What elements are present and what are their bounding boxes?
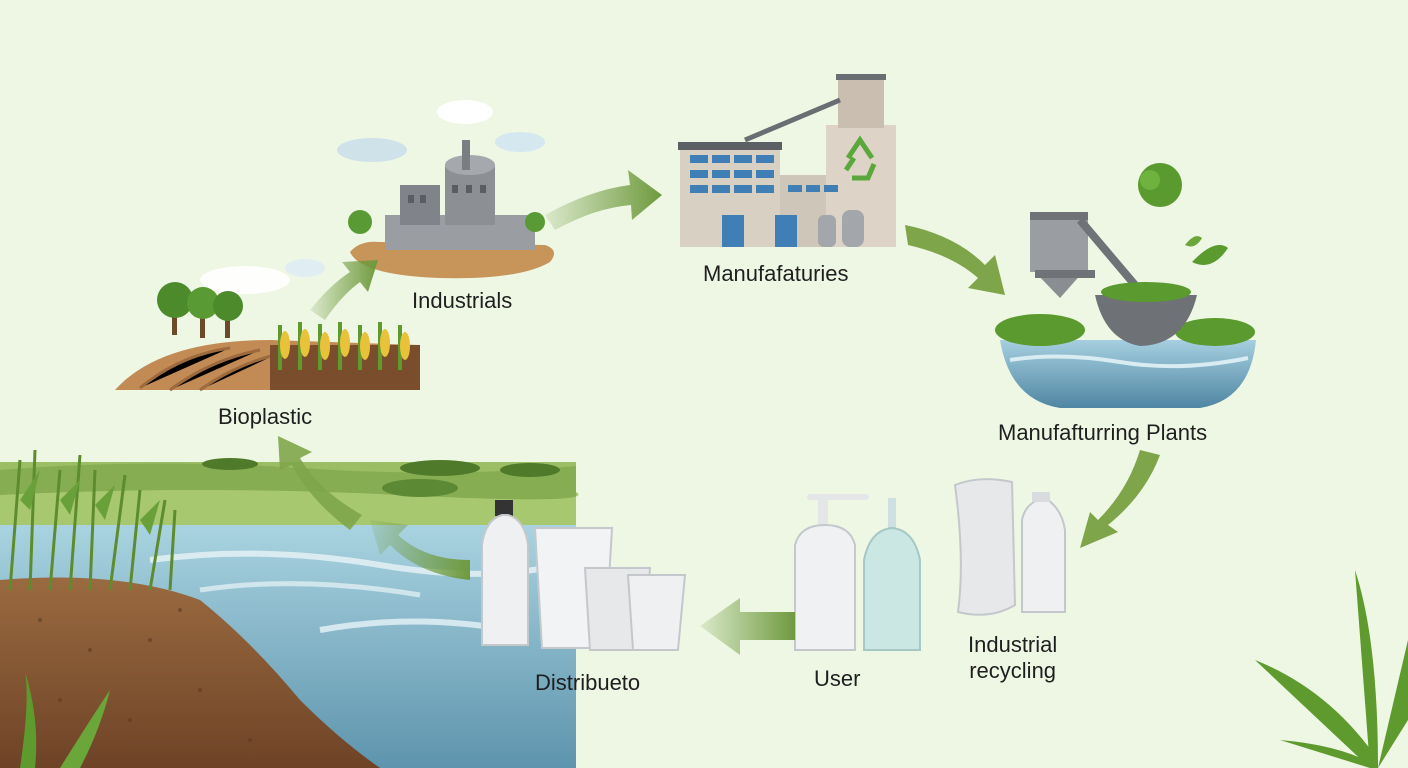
flow-arrow-user-to-distribution <box>370 520 470 580</box>
leaf-icon <box>20 672 110 768</box>
stage-label-industrial-recycling-line1: Industrial <box>968 632 1058 657</box>
stage-label-industrials: Industrials <box>412 288 513 313</box>
flow-arrows <box>278 170 1160 655</box>
landscape-scene <box>0 449 579 768</box>
stage-label-manufacturing-plants: Manufafturring Plants <box>998 420 1208 445</box>
industrials-illustration <box>337 100 554 279</box>
stage-label-distribution: Distribueto <box>535 670 641 695</box>
stage-label-manufacturies: Manufafaturies <box>703 261 849 286</box>
corn-icon <box>278 322 410 370</box>
flow-arrow-manufacturies-to-plants <box>905 225 1005 295</box>
bioplastic-farm-illustration <box>115 259 420 392</box>
flow-arrow-distribution-to-bioplastic <box>278 436 362 530</box>
manufacturies-illustration <box>678 74 896 247</box>
flow-arrow-recycling-to-user <box>700 598 795 655</box>
stage-label-industrial-recycling: Industrial recycling <box>968 632 1057 684</box>
flow-arrow-industrials-to-manufacturies <box>545 170 662 230</box>
flow-arrow-plants-to-recycling <box>1080 450 1160 548</box>
reeds <box>8 449 177 591</box>
stage-label-industrial-recycling-line2: recycling <box>969 658 1057 683</box>
user-illustration <box>794 494 921 651</box>
flow-arrow-bioplastic-to-industrials <box>310 260 378 320</box>
tree-icon <box>157 282 243 338</box>
stage-label-user: User <box>814 666 861 691</box>
recycle-icon <box>843 135 877 181</box>
leaf-icon <box>1255 570 1408 768</box>
stage-label-bioplastic: Bioplastic <box>218 404 313 429</box>
distribution-illustration <box>481 500 687 651</box>
manufacturing-plants-illustration <box>995 163 1256 408</box>
industrial-recycling-illustration <box>953 478 1066 616</box>
